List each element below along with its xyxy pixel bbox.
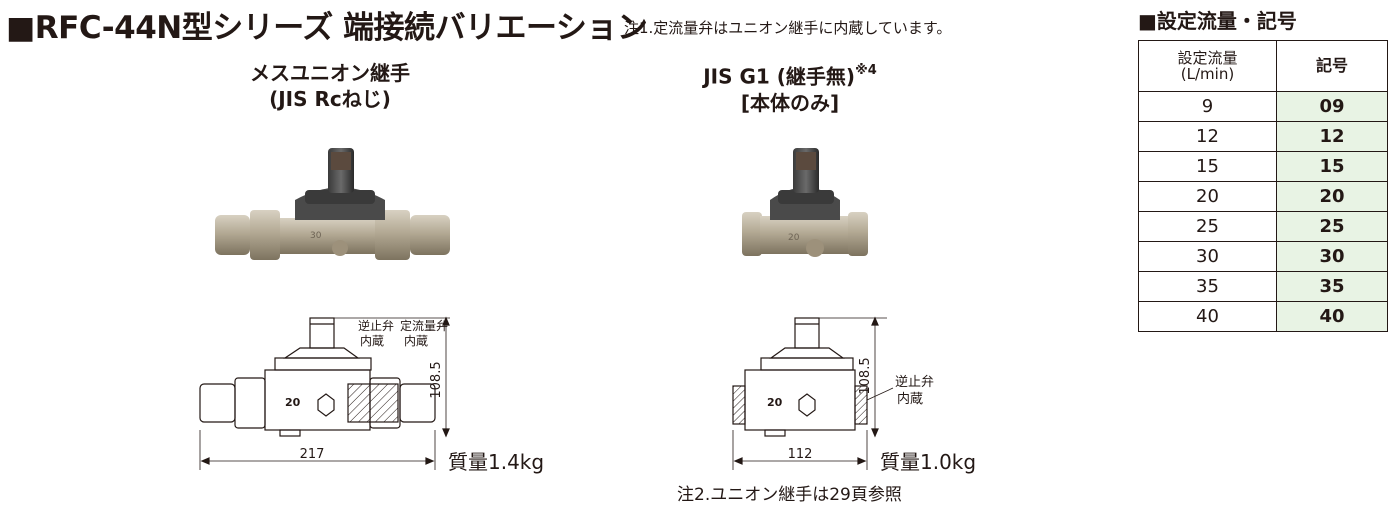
- header-flow-rate: 設定流量 (L/min): [1138, 40, 1277, 92]
- product-1-title-line1: メスユニオン継手: [250, 61, 410, 85]
- product-1-photo: 30: [215, 148, 450, 260]
- flow-rate-cell: 15: [1138, 151, 1277, 182]
- product-2-title-footnote: ※4: [855, 63, 877, 78]
- symbol-cell: 40: [1276, 301, 1388, 332]
- product-2-dim-height: 108.5: [858, 357, 873, 394]
- table-header-row: 設定流量 (L/min) 記号: [1138, 40, 1388, 92]
- product-1-drawing: 217 108.5 逆止弁 内蔵 定流量弁 内蔵 20: [199, 316, 450, 470]
- symbol-cell: 09: [1276, 91, 1388, 122]
- header-flow-rate-line2: (L/min): [1180, 65, 1235, 83]
- product-1-photo-badge: 30: [310, 231, 322, 241]
- flow-rate-cell: 9: [1138, 91, 1277, 122]
- product-2-drawing: 112 108.5 逆止弁 内蔵 20: [732, 316, 934, 470]
- product-1-dim-height: 108.5: [429, 361, 444, 398]
- symbol-cell: 12: [1276, 121, 1388, 152]
- flow-rate-cell: 20: [1138, 181, 1277, 212]
- product-1-title: メスユニオン継手 (JIS Rcねじ): [205, 60, 455, 112]
- product-1-label-flow-1: 定流量弁: [400, 318, 448, 333]
- flow-rate-cell: 12: [1138, 121, 1277, 152]
- product-2-title-line2: [本体のみ]: [740, 90, 840, 115]
- flow-rate-cell: 25: [1138, 211, 1277, 242]
- product-2-title-text: JIS G1 (継手無): [703, 64, 856, 89]
- flow-rate-cell: 35: [1138, 271, 1277, 302]
- product-1-label-flow-2: 内蔵: [404, 334, 428, 348]
- page-title: ■RFC-44N型シリーズ 端接続バリエーション: [6, 10, 648, 46]
- product-2-label-check-2: 内蔵: [897, 391, 923, 407]
- product-1-dim-width: 217: [300, 447, 325, 462]
- product-2-photo: 20: [742, 148, 868, 257]
- product-2-title: メスユニオン継手JIS G1 (継手無)※4 [本体のみ]: [650, 60, 930, 116]
- product-1-label-check-1: 逆止弁: [358, 318, 394, 333]
- header-flow-rate-line1: 設定流量: [1177, 49, 1238, 67]
- product-2-body-mark: 20: [767, 396, 783, 409]
- note-2: 注2.ユニオン継手は29頁参照: [677, 485, 902, 505]
- product-1-weight: 質量1.4kg: [448, 450, 545, 474]
- product-2-photo-badge: 20: [788, 233, 800, 243]
- symbol-cell: 15: [1276, 151, 1388, 182]
- flow-rate-cell: 30: [1138, 241, 1277, 272]
- product-2-dim-width: 112: [788, 447, 813, 462]
- note-1: 注1.定流量弁はユニオン継手に内蔵しています。: [624, 19, 952, 37]
- product-2-weight: 質量1.0kg: [880, 450, 977, 474]
- product-2-label-check-1: 逆止弁: [895, 374, 934, 390]
- product-1-title-line2: (JIS Rcねじ): [269, 87, 391, 111]
- product-1-label-check-2: 内蔵: [360, 334, 384, 348]
- flow-rate-cell: 40: [1138, 301, 1277, 332]
- symbol-cell: 30: [1276, 241, 1388, 272]
- product-1-body-mark: 20: [285, 396, 301, 409]
- symbol-cell: 35: [1276, 271, 1388, 302]
- table-title: ■設定流量・記号: [1138, 9, 1297, 33]
- header-symbol: 記号: [1276, 40, 1388, 92]
- symbol-cell: 20: [1276, 181, 1388, 212]
- symbol-cell: 25: [1276, 211, 1388, 242]
